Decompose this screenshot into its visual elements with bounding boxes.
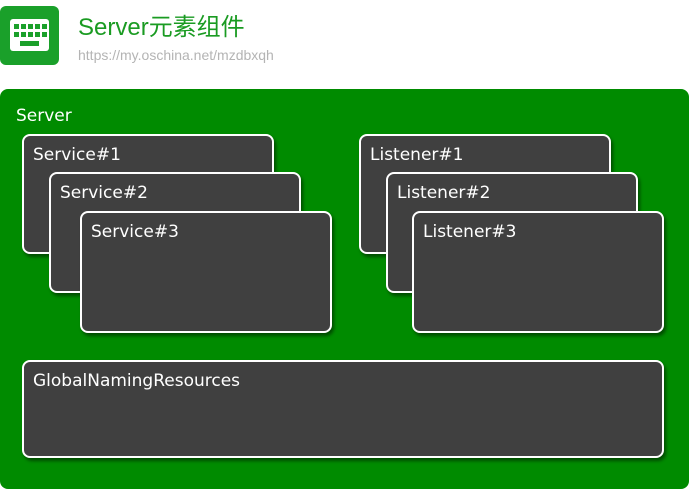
page-title: Server元素组件: [78, 14, 245, 41]
listener-label-3: Listener#3: [423, 222, 517, 242]
listener-label-1: Listener#1: [370, 145, 464, 165]
keyboard-logo-icon: [0, 6, 59, 65]
global-naming-resources-label: GlobalNamingResources: [33, 371, 241, 391]
server-label: Server: [16, 106, 72, 126]
listener-label-2: Listener#2: [397, 183, 491, 203]
service-box-3: Service#3: [80, 211, 332, 333]
global-naming-resources-box: GlobalNamingResources: [22, 360, 664, 458]
source-url: https://my.oschina.net/mzdbxqh: [78, 47, 274, 63]
listener-box-3: Listener#3: [412, 211, 664, 333]
service-label-1: Service#1: [33, 145, 121, 165]
service-label-3: Service#3: [91, 222, 179, 242]
service-label-2: Service#2: [60, 183, 148, 203]
keyboard-shape: [10, 19, 49, 51]
